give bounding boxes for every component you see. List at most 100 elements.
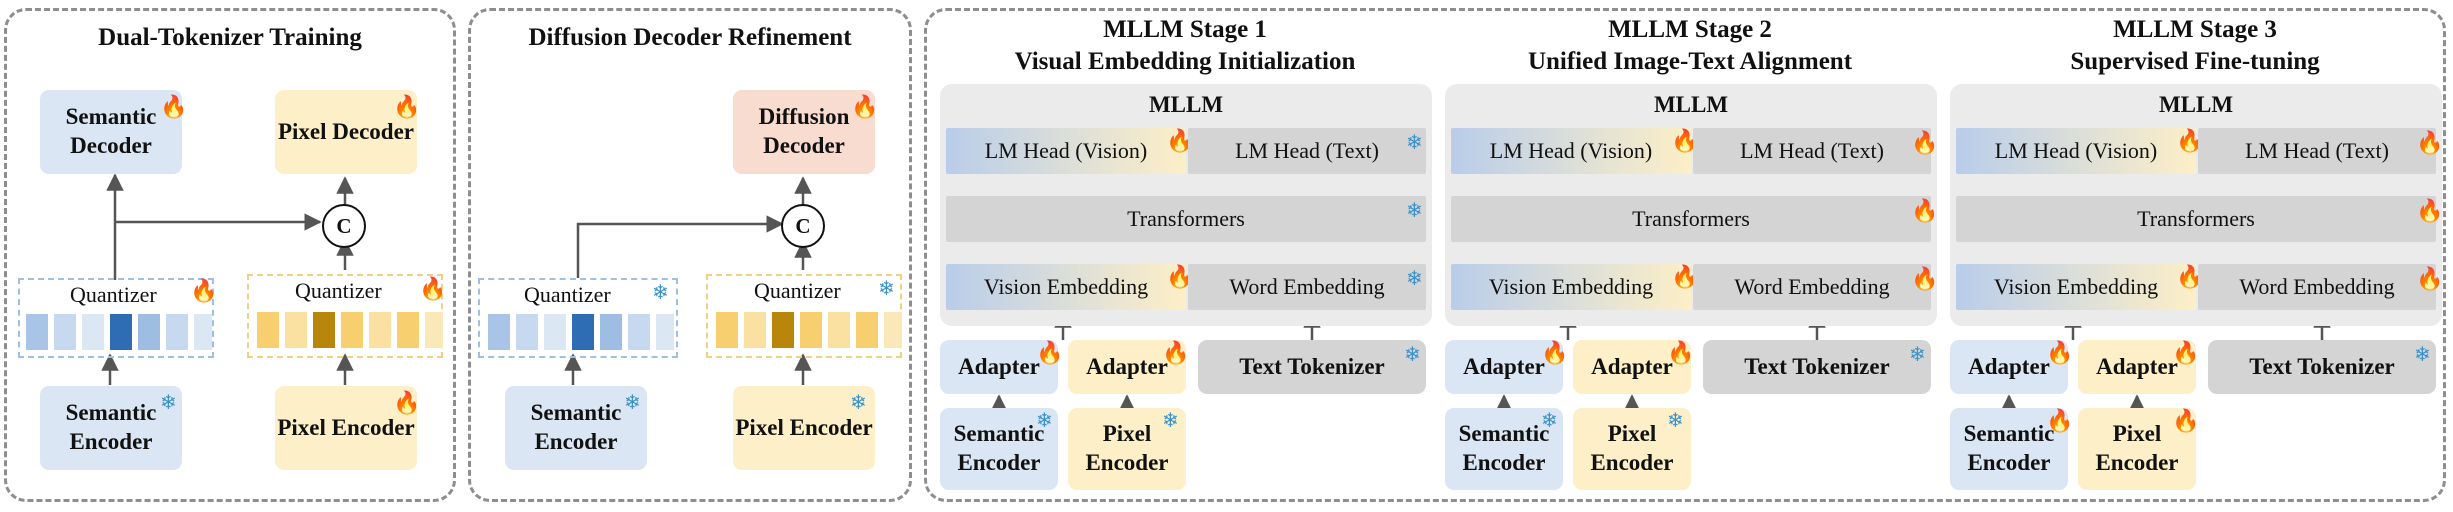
fire-icon: 🔥 bbox=[1036, 340, 1064, 365]
transformers: Transformers bbox=[946, 196, 1426, 242]
semantic-token bbox=[194, 314, 212, 350]
snowflake-icon: ❄ bbox=[878, 276, 895, 300]
semantic-token bbox=[54, 314, 76, 350]
semantic-token bbox=[656, 314, 674, 350]
fire-icon: 🔥 bbox=[1911, 130, 1939, 155]
panel-diffusion-decoder-refinement bbox=[468, 8, 912, 502]
pixel-token bbox=[369, 312, 391, 348]
word-embedding: Word Embedding bbox=[2198, 264, 2436, 310]
mllm-label: MLLM bbox=[1653, 92, 1729, 117]
snowflake-icon: ❄ bbox=[1541, 408, 1558, 432]
semantic-encoder: Semantic Encoder bbox=[40, 386, 182, 470]
snowflake-icon: ❄ bbox=[652, 280, 669, 304]
fire-icon: 🔥 bbox=[1166, 264, 1194, 289]
lm-head-text: LM Head (Text) bbox=[1188, 128, 1426, 174]
stage-title: MLLM Stage 3 bbox=[2113, 16, 2277, 43]
pixel-quantizer: Quantizer ❄ bbox=[706, 274, 902, 358]
fire-icon: 🔥 bbox=[1541, 340, 1569, 365]
pixel-quantizer-label: Quantizer bbox=[754, 278, 841, 303]
adapter-semantic: Adapter bbox=[1950, 340, 2068, 394]
panel-mllm-stages bbox=[924, 8, 2446, 502]
semantic-quantizer-label: Quantizer bbox=[70, 282, 157, 307]
vision-embedding: Vision Embedding bbox=[946, 264, 1186, 310]
stage-subtitle: Unified Image-Text Alignment bbox=[1527, 48, 1853, 75]
snowflake-icon: ❄ bbox=[1406, 130, 1423, 154]
semantic-token bbox=[600, 314, 622, 350]
snowflake-icon: ❄ bbox=[1667, 408, 1684, 432]
diffusion-decoder: Diffusion Decoder bbox=[733, 90, 875, 174]
fire-icon: 🔥 bbox=[2416, 198, 2444, 223]
pixel-token-row bbox=[257, 312, 443, 348]
word-embedding: Word Embedding bbox=[1188, 264, 1426, 310]
pixel-token bbox=[285, 312, 307, 348]
stage-title: MLLM Stage 1 bbox=[1103, 16, 1267, 43]
vision-embedding: Vision Embedding bbox=[1956, 264, 2196, 310]
pixel-token bbox=[772, 312, 794, 348]
fire-icon: 🔥 bbox=[2172, 340, 2200, 365]
semantic-encoder: Semantic Encoder bbox=[940, 408, 1058, 490]
snowflake-icon: ❄ bbox=[1406, 198, 1423, 222]
fire-icon: 🔥 bbox=[1671, 264, 1699, 289]
adapter-semantic: Adapter bbox=[940, 340, 1058, 394]
concat-operator: C bbox=[322, 204, 366, 248]
fire-icon: 🔥 bbox=[1162, 340, 1190, 365]
transformers: Transformers bbox=[1956, 196, 2436, 242]
fire-icon: 🔥 bbox=[2046, 408, 2074, 433]
lm-head-text: LM Head (Text) bbox=[2198, 128, 2436, 174]
panel2-title: Diffusion Decoder Refinement bbox=[528, 24, 852, 51]
pixel-token bbox=[856, 312, 878, 348]
mllm-stage-1: MLLM Stage 1 Visual Embedding Initializa… bbox=[930, 0, 1440, 512]
lm-head-vision: LM Head (Vision) bbox=[1451, 128, 1691, 174]
semantic-token bbox=[110, 314, 132, 350]
text-tokenizer: Text Tokenizer bbox=[1703, 340, 1931, 394]
semantic-quantizer-label: Quantizer bbox=[524, 282, 611, 307]
stage-subtitle: Supervised Fine-tuning bbox=[2070, 48, 2320, 75]
adapter-pixel: Adapter bbox=[1573, 340, 1691, 394]
pixel-quantizer: Quantizer 🔥 bbox=[247, 274, 446, 358]
semantic-token bbox=[166, 314, 188, 350]
pixel-token bbox=[744, 312, 766, 348]
fire-icon: 🔥 bbox=[1911, 266, 1939, 291]
text-tokenizer: Text Tokenizer bbox=[1198, 340, 1426, 394]
arrow-p2-semquant-concat bbox=[576, 215, 784, 278]
semantic-decoder: Semantic Decoder bbox=[40, 90, 182, 174]
semantic-token bbox=[572, 314, 594, 350]
pixel-encoder: Pixel Encoder bbox=[733, 386, 875, 470]
panel1-title: Dual-Tokenizer Training bbox=[98, 24, 362, 51]
pixel-token bbox=[341, 312, 363, 348]
snowflake-icon: ❄ bbox=[624, 390, 641, 414]
snowflake-icon: ❄ bbox=[160, 390, 177, 414]
snowflake-icon: ❄ bbox=[1909, 342, 1926, 366]
concat-operator: C bbox=[781, 204, 825, 248]
pixel-token bbox=[257, 312, 279, 348]
snowflake-icon: ❄ bbox=[1404, 342, 1421, 366]
semantic-encoder: Semantic Encoder bbox=[505, 386, 647, 470]
pixel-encoder: Pixel Encoder bbox=[1068, 408, 1186, 490]
fire-icon: 🔥 bbox=[393, 390, 421, 415]
panel-dual-tokenizer-training bbox=[4, 8, 456, 502]
fire-icon: 🔥 bbox=[2416, 130, 2444, 155]
pixel-encoder: Pixel Encoder bbox=[2078, 408, 2196, 490]
word-embedding: Word Embedding bbox=[1693, 264, 1931, 310]
pixel-token bbox=[884, 312, 902, 348]
fire-icon: 🔥 bbox=[2416, 266, 2444, 291]
text-tokenizer: Text Tokenizer bbox=[2208, 340, 2436, 394]
fire-icon: 🔥 bbox=[2176, 264, 2204, 289]
pixel-encoder: Pixel Encoder bbox=[1573, 408, 1691, 490]
semantic-token bbox=[26, 314, 48, 350]
pixel-token bbox=[800, 312, 822, 348]
vision-embedding: Vision Embedding bbox=[1451, 264, 1691, 310]
mllm-stage-2: MLLM Stage 2 Unified Image-Text Alignmen… bbox=[1435, 0, 1945, 512]
semantic-encoder: Semantic Encoder bbox=[1950, 408, 2068, 490]
adapter-pixel: Adapter bbox=[1068, 340, 1186, 394]
semantic-token bbox=[628, 314, 650, 350]
semantic-encoder: Semantic Encoder bbox=[1445, 408, 1563, 490]
fire-icon: 🔥 bbox=[2172, 408, 2200, 433]
fire-icon: 🔥 bbox=[1667, 340, 1695, 365]
semantic-quantizer: Quantizer 🔥 bbox=[18, 278, 217, 358]
fire-icon: 🔥 bbox=[2176, 128, 2204, 153]
snowflake-icon: ❄ bbox=[850, 390, 867, 414]
fire-icon: 🔥 bbox=[851, 94, 879, 119]
fire-icon: 🔥 bbox=[1911, 198, 1939, 223]
transformers: Transformers bbox=[1451, 196, 1931, 242]
